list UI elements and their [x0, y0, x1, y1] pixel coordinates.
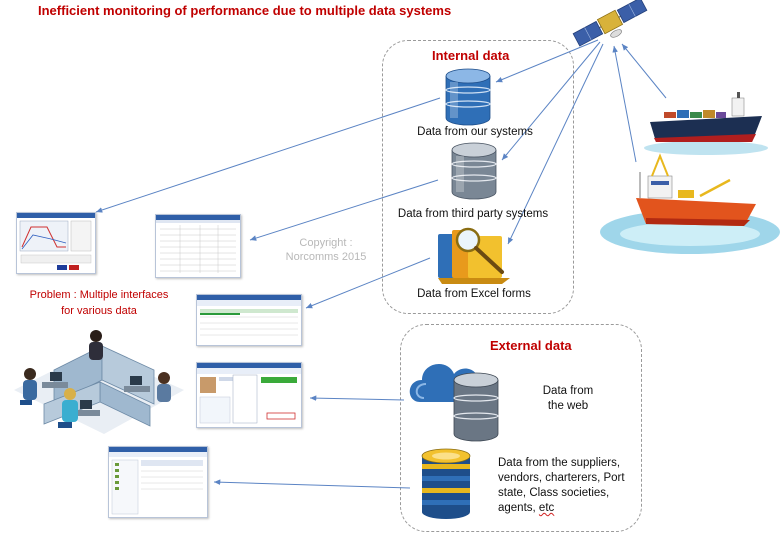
internal-data-title: Internal data: [432, 48, 510, 63]
page-title: Inefficient monitoring of performance du…: [38, 3, 452, 18]
interface-screenshot-5: [108, 446, 208, 518]
arrow-third-to-screen2: [249, 179, 439, 241]
copyright-line2: Norcomms 2015: [285, 251, 367, 263]
label-excel-forms: Data from Excel forms: [417, 288, 531, 300]
interface-screenshot-3: [196, 294, 302, 346]
copyright-line1: Copyright :: [299, 237, 353, 249]
label-sup-line2: vendors, charterers, Port: [498, 472, 625, 484]
label-web: Data from the web: [528, 384, 608, 414]
label-sup-line3: state, Class societies,: [498, 487, 610, 499]
label-sup-line1: Data from the suppliers,: [498, 457, 621, 469]
label-sup-etc: etc: [538, 502, 555, 514]
interface-screenshot-1: [16, 212, 96, 274]
label-sup-line4: agents, etc: [498, 501, 638, 516]
copyright-note: Copyright : Norcomms 2015: [276, 236, 376, 264]
label-third-party: Data from third party systems: [397, 208, 549, 220]
interface-screenshot-2: [155, 214, 241, 278]
arrow-ship1-sat: [621, 43, 667, 99]
label-web-line1: Data from: [542, 385, 594, 397]
label-sup-agents: agents,: [498, 502, 539, 514]
arrow-excel-to-screen3: [305, 257, 431, 309]
problem-note: Problem : Multiple interfaces for variou…: [14, 287, 184, 319]
arrow-sat-third-party: [501, 41, 601, 161]
arrow-ship2-sat: [612, 45, 637, 163]
arrow-our-to-screen1: [95, 97, 441, 213]
interface-screenshot-4: [196, 362, 302, 428]
problem-line1: Problem : Multiple interfaces: [29, 289, 169, 301]
arrow-sup-to-screen5: [213, 479, 411, 489]
arrow-sat-our-systems: [495, 39, 599, 83]
problem-line2: for various data: [61, 305, 137, 317]
external-data-title: External data: [490, 338, 572, 353]
label-our-systems: Data from our systems: [417, 126, 533, 138]
arrow-sat-excel: [507, 43, 604, 245]
arrow-web-to-screen4: [309, 395, 405, 401]
internal-data-group: [382, 40, 574, 314]
external-data-group: [400, 324, 642, 532]
label-suppliers: Data from the suppliers, vendors, charte…: [498, 456, 638, 516]
label-web-line2: the web: [547, 400, 589, 412]
